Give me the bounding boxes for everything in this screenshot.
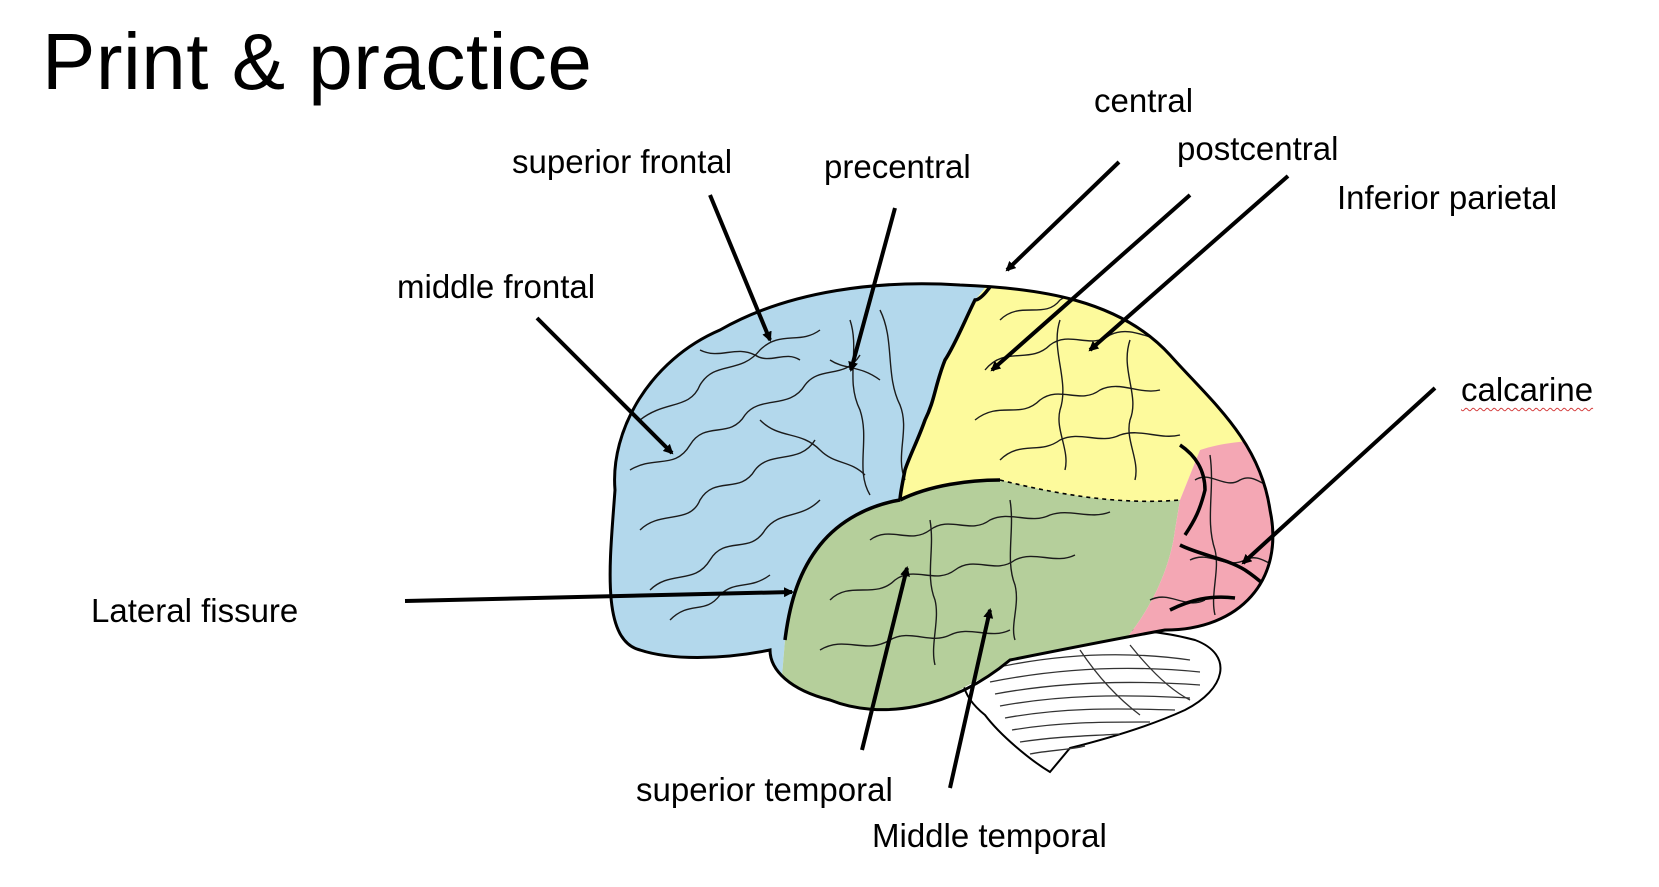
middle-temporal-arrow xyxy=(948,608,994,789)
calcarine-label: calcarine xyxy=(1461,371,1594,408)
precentral-arrow xyxy=(848,207,897,372)
superior-temporal-arrow xyxy=(860,566,910,751)
sulci-thick xyxy=(783,283,1273,641)
middle-frontal-label: middle frontal xyxy=(397,268,596,305)
slide-title: Print & practice xyxy=(42,17,593,106)
brain-outline xyxy=(608,282,1275,712)
lateral-fissure-arrow xyxy=(404,587,794,603)
superior-temporal-label: superior temporal xyxy=(636,771,893,808)
middle-frontal-arrow xyxy=(535,316,674,455)
superior-frontal-label: superior frontal xyxy=(512,143,733,180)
inferior-parietal-arrow xyxy=(1088,174,1290,352)
central-arrow xyxy=(1005,160,1121,272)
temporal-lobe xyxy=(780,480,1180,710)
parieto-temporal-boundary xyxy=(999,479,1181,503)
postcentral-arrow xyxy=(990,193,1192,372)
calcarine-arrow xyxy=(1241,386,1437,565)
lateral-fissure-label: Lateral fissure xyxy=(91,592,299,629)
inferior-parietal-label: Inferior parietal xyxy=(1337,179,1558,216)
superior-frontal-arrow xyxy=(708,194,772,342)
postcentral-label: postcentral xyxy=(1177,130,1339,167)
central-label: central xyxy=(1094,82,1194,119)
precentral-label: precentral xyxy=(824,148,971,185)
middle-temporal-label: Middle temporal xyxy=(872,817,1107,854)
